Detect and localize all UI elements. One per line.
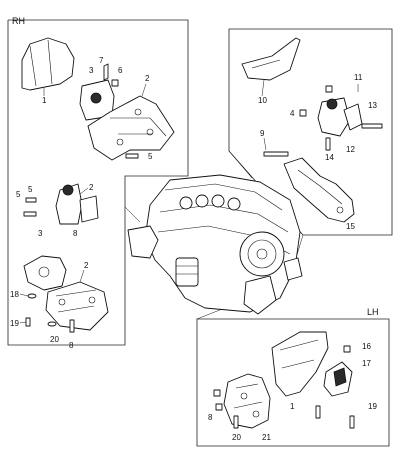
callout-label: 16 bbox=[362, 342, 371, 351]
rear-mount-bracket bbox=[283, 157, 355, 223]
lh-mount-on-engine bbox=[243, 275, 277, 315]
callouts-rh-bottom: 5 2 5 3 8 2 18 19 20 8 bbox=[10, 183, 94, 350]
rh-mount-on-engine bbox=[127, 225, 159, 259]
bolt bbox=[349, 415, 355, 429]
rh-mount-plate bbox=[45, 281, 109, 331]
lh-panel-title: LH bbox=[367, 307, 379, 317]
callout-label: 8 bbox=[208, 413, 213, 422]
lh-panel: LH bbox=[196, 307, 390, 447]
callout-label: 2 bbox=[84, 261, 89, 270]
rh-lower-group bbox=[23, 183, 109, 333]
callout-label: 6 bbox=[118, 66, 123, 75]
nut bbox=[299, 109, 307, 117]
rh-panel-frame bbox=[7, 19, 189, 346]
callout-label: 20 bbox=[232, 433, 241, 442]
bolt bbox=[263, 151, 289, 157]
rh-panel-title: RH bbox=[12, 16, 25, 26]
callout-label: 1 bbox=[290, 402, 295, 411]
callout-label: 3 bbox=[89, 66, 94, 75]
bolt bbox=[25, 317, 31, 327]
bolt bbox=[233, 415, 239, 429]
callout-label: 18 bbox=[10, 290, 19, 299]
rh-mount-bracket bbox=[87, 95, 175, 161]
lh-mount-cover bbox=[271, 331, 329, 397]
bolt bbox=[69, 319, 75, 333]
callout-label: 17 bbox=[362, 359, 371, 368]
callout-label: 2 bbox=[89, 183, 94, 192]
nut bbox=[325, 85, 333, 93]
rh-upper-group bbox=[21, 37, 175, 161]
callout-label: 19 bbox=[368, 402, 377, 411]
callout-label: 13 bbox=[368, 101, 377, 110]
bolt bbox=[361, 123, 383, 129]
rear-mount-heat-shield bbox=[241, 37, 301, 81]
nut bbox=[343, 345, 351, 353]
bolt bbox=[125, 153, 139, 159]
callout-label: 7 bbox=[99, 56, 104, 65]
rh-panel: RH bbox=[7, 16, 189, 346]
rear-mount-on-engine bbox=[283, 257, 303, 281]
rear-mount-insulator bbox=[317, 97, 351, 137]
callout-label: 5 bbox=[16, 190, 21, 199]
callout-label: 5 bbox=[28, 185, 33, 194]
oil-filter-illustration bbox=[175, 257, 199, 287]
washer bbox=[47, 321, 57, 327]
callout-label: 3 bbox=[38, 229, 43, 238]
nut bbox=[111, 79, 119, 87]
rear-panel-frame bbox=[228, 28, 393, 236]
callouts-lh: 16 17 1 8 20 21 19 bbox=[208, 342, 377, 442]
bolt bbox=[325, 137, 331, 151]
callout-label: 10 bbox=[258, 96, 267, 105]
rh-mount-bracket-lower bbox=[23, 255, 67, 291]
callout-label: 2 bbox=[145, 74, 150, 83]
callout-label: 19 bbox=[10, 319, 19, 328]
lh-panel-frame bbox=[196, 318, 390, 447]
engine-assembly-illustration bbox=[127, 174, 303, 315]
bolt bbox=[315, 405, 321, 419]
lh-mount-bracket bbox=[223, 373, 271, 429]
callouts-rear: 10 11 4 13 9 14 12 15 bbox=[258, 73, 377, 231]
washer bbox=[27, 293, 37, 299]
callout-label: 20 bbox=[50, 335, 59, 344]
callout-label: 12 bbox=[346, 145, 355, 154]
rh-mount-cover bbox=[21, 37, 75, 91]
lh-group bbox=[213, 331, 355, 429]
bolt bbox=[23, 211, 37, 217]
callout-label: 8 bbox=[69, 341, 74, 350]
callout-label: 9 bbox=[260, 129, 265, 138]
bolt bbox=[25, 197, 37, 203]
bolt bbox=[215, 403, 223, 411]
callout-label: 21 bbox=[262, 433, 271, 442]
callouts-rh-top: 1 7 3 6 2 5 bbox=[42, 56, 153, 161]
callout-label: 11 bbox=[354, 73, 363, 82]
callout-label: 4 bbox=[290, 109, 295, 118]
callout-label: 15 bbox=[346, 222, 355, 231]
callout-label: 5 bbox=[148, 152, 153, 161]
rear-panel bbox=[228, 28, 393, 236]
rh-mount-insulator-lower bbox=[55, 183, 83, 225]
callout-label: 8 bbox=[73, 229, 78, 238]
callout-label: 1 bbox=[42, 96, 47, 105]
bolt bbox=[103, 63, 109, 81]
bolt bbox=[213, 389, 221, 397]
rear-group bbox=[241, 37, 383, 223]
callout-label: 14 bbox=[325, 153, 334, 162]
